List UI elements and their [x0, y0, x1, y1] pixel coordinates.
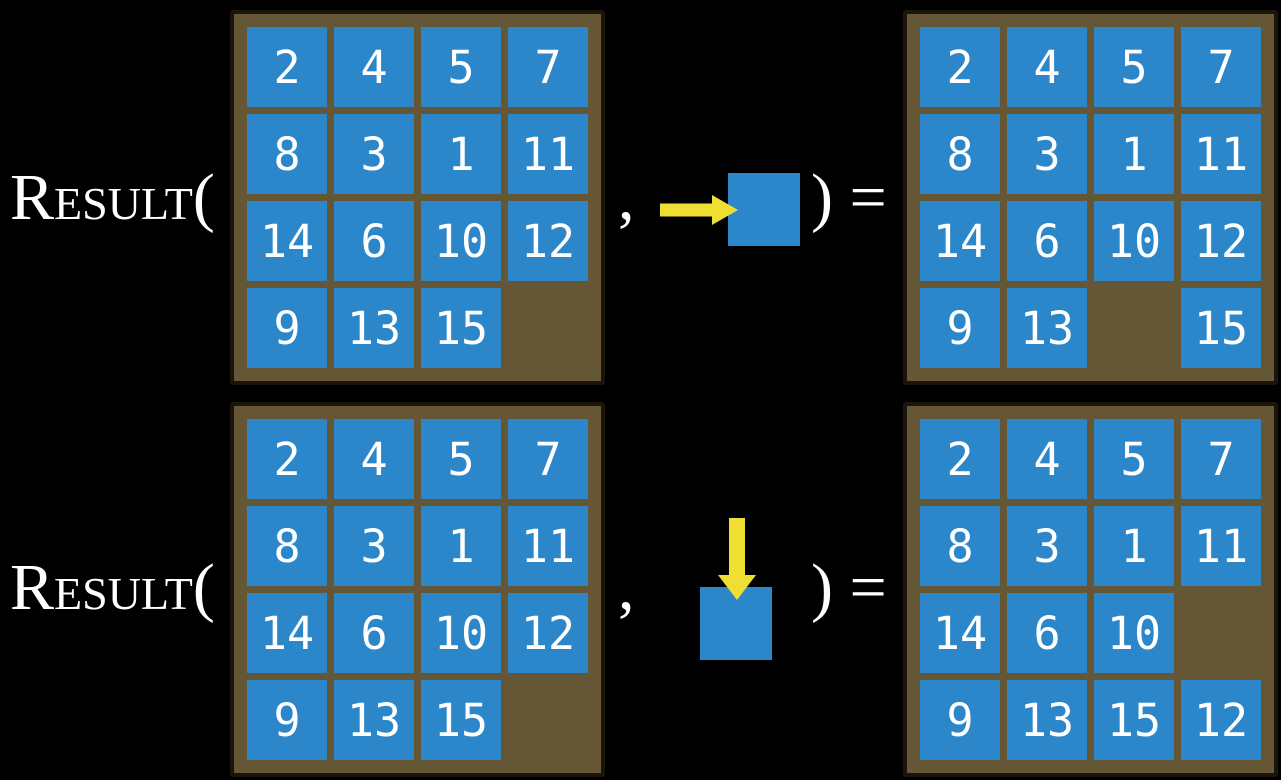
- puzzle-tile: 14: [920, 201, 1000, 281]
- puzzle-tile: 7: [1181, 27, 1261, 107]
- puzzle-tile: 5: [1094, 419, 1174, 499]
- right-arrow-icon: [660, 195, 738, 225]
- puzzle-tile: 11: [1181, 114, 1261, 194]
- comma-separator: ,: [618, 551, 635, 624]
- puzzle-tile: 15: [421, 288, 501, 368]
- puzzle-tile: 4: [1007, 27, 1087, 107]
- result-function-label: Result(: [10, 551, 215, 624]
- puzzle-tile: 7: [508, 27, 588, 107]
- puzzle-tile: 4: [334, 419, 414, 499]
- puzzle-tile: 14: [247, 593, 327, 673]
- puzzle-tile: 12: [1181, 201, 1261, 281]
- empty-cell: [1181, 593, 1261, 673]
- puzzle-tile: 1: [421, 506, 501, 586]
- puzzle-tile: 8: [247, 114, 327, 194]
- puzzle-tile: 6: [334, 201, 414, 281]
- puzzle-tile: 6: [334, 593, 414, 673]
- tile-operand-square: [700, 587, 772, 660]
- puzzle-tile: 8: [247, 506, 327, 586]
- puzzle-tile: 5: [1094, 27, 1174, 107]
- puzzle-tile: 8: [920, 114, 1000, 194]
- puzzle-tile: 13: [1007, 288, 1087, 368]
- puzzle-tile: 5: [421, 419, 501, 499]
- tile-operand-square: [728, 173, 800, 246]
- puzzle-tile: 2: [247, 27, 327, 107]
- puzzle-tile: 12: [1181, 680, 1261, 760]
- puzzle-tile: 13: [1007, 680, 1087, 760]
- puzzle-tile: 14: [247, 201, 327, 281]
- comma-separator: ,: [618, 161, 635, 234]
- puzzle-tile: 11: [508, 114, 588, 194]
- puzzle-tile: 10: [421, 201, 501, 281]
- puzzle-tile: 1: [1094, 114, 1174, 194]
- puzzle-tile: 5: [421, 27, 501, 107]
- close-paren-equals: ) =: [811, 551, 887, 624]
- puzzle-tile: 15: [421, 680, 501, 760]
- puzzle-tile: 8: [920, 506, 1000, 586]
- puzzle-tile: 9: [920, 288, 1000, 368]
- puzzle-tile: 3: [1007, 506, 1087, 586]
- puzzle-tile: 6: [1007, 593, 1087, 673]
- puzzle-tile: 7: [1181, 419, 1261, 499]
- puzzle-tile: 3: [334, 506, 414, 586]
- puzzle-tile: 2: [247, 419, 327, 499]
- puzzle-tile: 13: [334, 680, 414, 760]
- puzzle-tile: 6: [1007, 201, 1087, 281]
- puzzle-tile: 1: [421, 114, 501, 194]
- puzzle-tile: 7: [508, 419, 588, 499]
- puzzle-tile: 2: [920, 419, 1000, 499]
- puzzle-tile: 4: [334, 27, 414, 107]
- puzzle-tile: 14: [920, 593, 1000, 673]
- puzzle-tile: 4: [1007, 419, 1087, 499]
- close-paren-equals: ) =: [811, 161, 887, 234]
- puzzle-tile: 10: [421, 593, 501, 673]
- puzzle-tile: 15: [1181, 288, 1261, 368]
- puzzle-tile: 9: [247, 288, 327, 368]
- puzzle-tile: 11: [1181, 506, 1261, 586]
- puzzle-tile: 13: [334, 288, 414, 368]
- puzzle-tile: 9: [920, 680, 1000, 760]
- puzzle-tile: 10: [1094, 201, 1174, 281]
- empty-cell: [1094, 288, 1174, 368]
- puzzle-tile: 2: [920, 27, 1000, 107]
- puzzle-tile: 12: [508, 201, 588, 281]
- empty-cell: [508, 680, 588, 760]
- puzzle-tile: 1: [1094, 506, 1174, 586]
- puzzle-tile: 11: [508, 506, 588, 586]
- down-arrow-icon: [718, 518, 756, 600]
- puzzle-tile: 15: [1094, 680, 1174, 760]
- puzzle-tile: 3: [1007, 114, 1087, 194]
- result-function-label: Result(: [10, 161, 215, 234]
- puzzle-tile: 10: [1094, 593, 1174, 673]
- puzzle-tile: 9: [247, 680, 327, 760]
- empty-cell: [508, 288, 588, 368]
- puzzle-tile: 3: [334, 114, 414, 194]
- puzzle-tile: 12: [508, 593, 588, 673]
